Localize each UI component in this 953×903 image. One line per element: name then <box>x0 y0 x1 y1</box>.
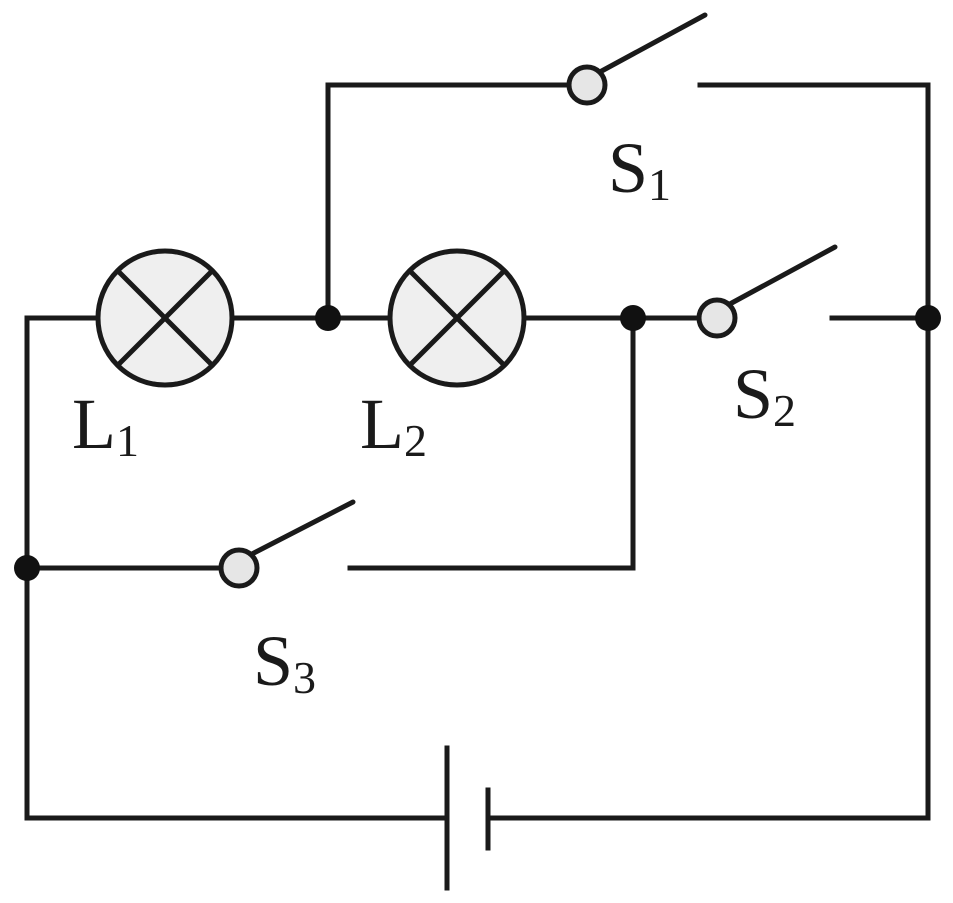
label-l1-sub: 1 <box>116 415 139 466</box>
label-l1-letter: L <box>72 384 116 464</box>
label-s2: S2 <box>733 354 796 436</box>
junction-node-right <box>915 305 941 331</box>
junction-node-left <box>14 555 40 581</box>
switch-s1 <box>566 12 708 106</box>
lamp-l1-cross-b <box>116 269 214 367</box>
label-s3-letter: S <box>253 621 293 701</box>
switch-s3 <box>218 499 356 589</box>
switch-s2-blade <box>725 244 838 308</box>
junction-node-l2-s2 <box>620 305 646 331</box>
switch-s2 <box>696 244 838 339</box>
lamp-l1 <box>95 248 235 388</box>
junction-node-l1-l2 <box>315 305 341 331</box>
switch-s1-pivot <box>566 64 608 106</box>
battery <box>444 745 491 891</box>
label-s3: S3 <box>253 621 316 703</box>
junction-nodes <box>14 305 941 581</box>
label-s3-sub: 3 <box>293 652 316 703</box>
switch-s1-blade <box>595 12 708 76</box>
label-l1: L1 <box>72 384 139 466</box>
label-l2-letter: L <box>360 384 404 464</box>
label-s1-sub: 1 <box>648 159 671 210</box>
label-s1: S1 <box>608 128 671 210</box>
switch-s3-blade <box>247 499 356 558</box>
lamp-l2-cross-b <box>408 269 506 367</box>
label-s2-letter: S <box>733 354 773 434</box>
lamp-l2 <box>387 248 527 388</box>
label-l2-sub: 2 <box>404 415 427 466</box>
switch-s3-pivot <box>218 547 260 589</box>
labels: L1 L2 S1 S2 S3 <box>72 128 796 703</box>
label-s1-letter: S <box>608 128 648 208</box>
label-l2: L2 <box>360 384 427 466</box>
wires <box>24 82 931 821</box>
switch-s2-pivot <box>696 297 738 339</box>
label-s2-sub: 2 <box>773 385 796 436</box>
